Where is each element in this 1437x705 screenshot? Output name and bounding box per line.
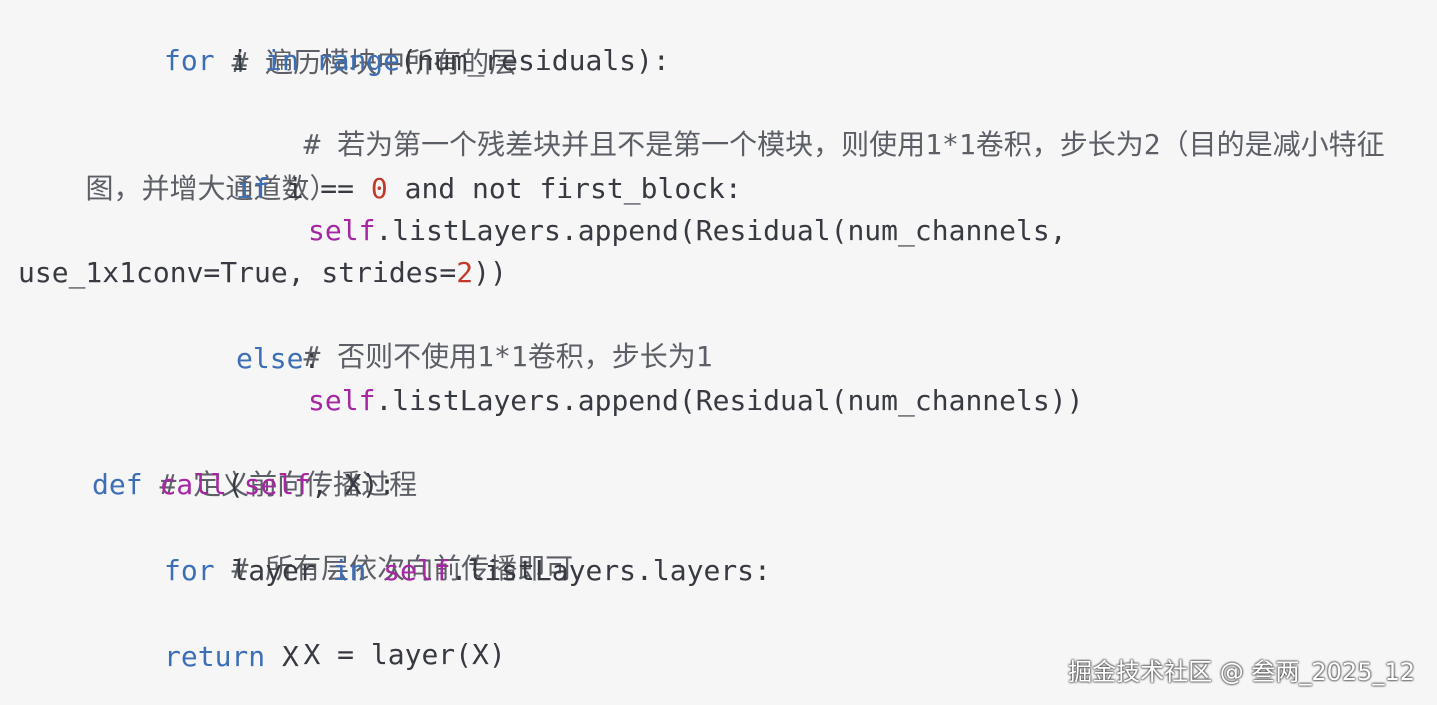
code-line-5: if i == 0 and not first_block: — [236, 168, 742, 210]
builtin-range: range — [315, 44, 401, 77]
self-keyword: self — [308, 214, 376, 247]
keyword-def: def — [92, 468, 143, 501]
comment: # 定义前向传播过程 — [159, 468, 418, 501]
comment-continuation: 图，并增大通道数） — [85, 172, 338, 205]
code-line-15: X = layer(X) — [236, 592, 505, 671]
code-text: .listLayers.append(Residual(num_channels… — [375, 384, 1084, 417]
code-text: i == — [269, 172, 371, 205]
code-line-7: use_1x1conv=True, strides=2)) — [18, 252, 507, 294]
code-line-16: return X — [164, 636, 299, 678]
keyword-in: in — [332, 554, 367, 587]
comment: # 若为第一个残差块并且不是第一个模块，则使用1*1卷积，步长为2（目的是减小特… — [303, 128, 1385, 161]
number-literal: 0 — [370, 172, 388, 205]
code-text: X = layer(X) — [303, 638, 506, 671]
code-text: , X): — [311, 468, 396, 501]
number-literal: 2 — [456, 256, 474, 289]
code-line-9: else: — [236, 338, 320, 380]
code-line-1: # 遍历模块中所有的层 — [164, 0, 517, 79]
function-name: call — [159, 468, 227, 501]
keyword-for: for — [164, 554, 215, 587]
code-text: first_block: — [539, 172, 742, 205]
code-text: .listLayers.append(Residual(num_channels… — [375, 214, 1067, 247]
comment: # 遍历模块中所有的层 — [231, 46, 518, 79]
code-text: X — [265, 640, 299, 673]
self-keyword: self — [308, 384, 376, 417]
code-line-6: self.listLayers.append(Residual(num_chan… — [308, 210, 1067, 252]
keyword-for: for — [164, 44, 215, 77]
comment: # 否则不使用1*1卷积，步长为1 — [303, 340, 713, 373]
code-line-12: def call(self, X): — [92, 464, 395, 506]
code-text: layer — [214, 554, 333, 587]
code-line-8: # 否则不使用1*1卷积，步长为1 — [236, 294, 712, 373]
code-text: ( — [226, 468, 244, 501]
comment: # 所有层依次向前传播即可 — [231, 552, 574, 585]
code-line-4: 图，并增大通道数） — [18, 126, 337, 205]
self-keyword: self — [243, 468, 312, 501]
code-text: use_1x1conv=True, strides= — [18, 256, 457, 289]
code-text: : — [303, 342, 321, 375]
keyword-in: in — [265, 44, 299, 77]
code-line-3: # 若为第一个残差块并且不是第一个模块，则使用1*1卷积，步长为2（目的是减小特… — [236, 82, 1384, 161]
code-line-13: # 所有层依次向前传播即可 — [164, 506, 573, 585]
code-line-14: for layer in self.listLayers.layers: — [164, 550, 771, 592]
code-text: i — [214, 44, 266, 77]
code-line-11: # 定义前向传播过程 — [92, 422, 417, 501]
code-text: (num_residuals): — [400, 44, 670, 77]
keyword-else: else — [236, 342, 304, 375]
keyword-return: return — [164, 640, 266, 673]
self-keyword: self — [383, 554, 451, 587]
code-line-10: self.listLayers.append(Residual(num_chan… — [308, 380, 1083, 422]
code-text: .listLayers.layers: — [450, 554, 771, 587]
watermark: 掘金技术社区 @ 叁两_2025_12 — [1068, 658, 1415, 686]
code-text: and not — [387, 172, 540, 205]
code-line-2: for i in range(num_residuals): — [164, 40, 670, 82]
code-text: )) — [473, 256, 507, 289]
keyword-if: if — [236, 172, 270, 205]
